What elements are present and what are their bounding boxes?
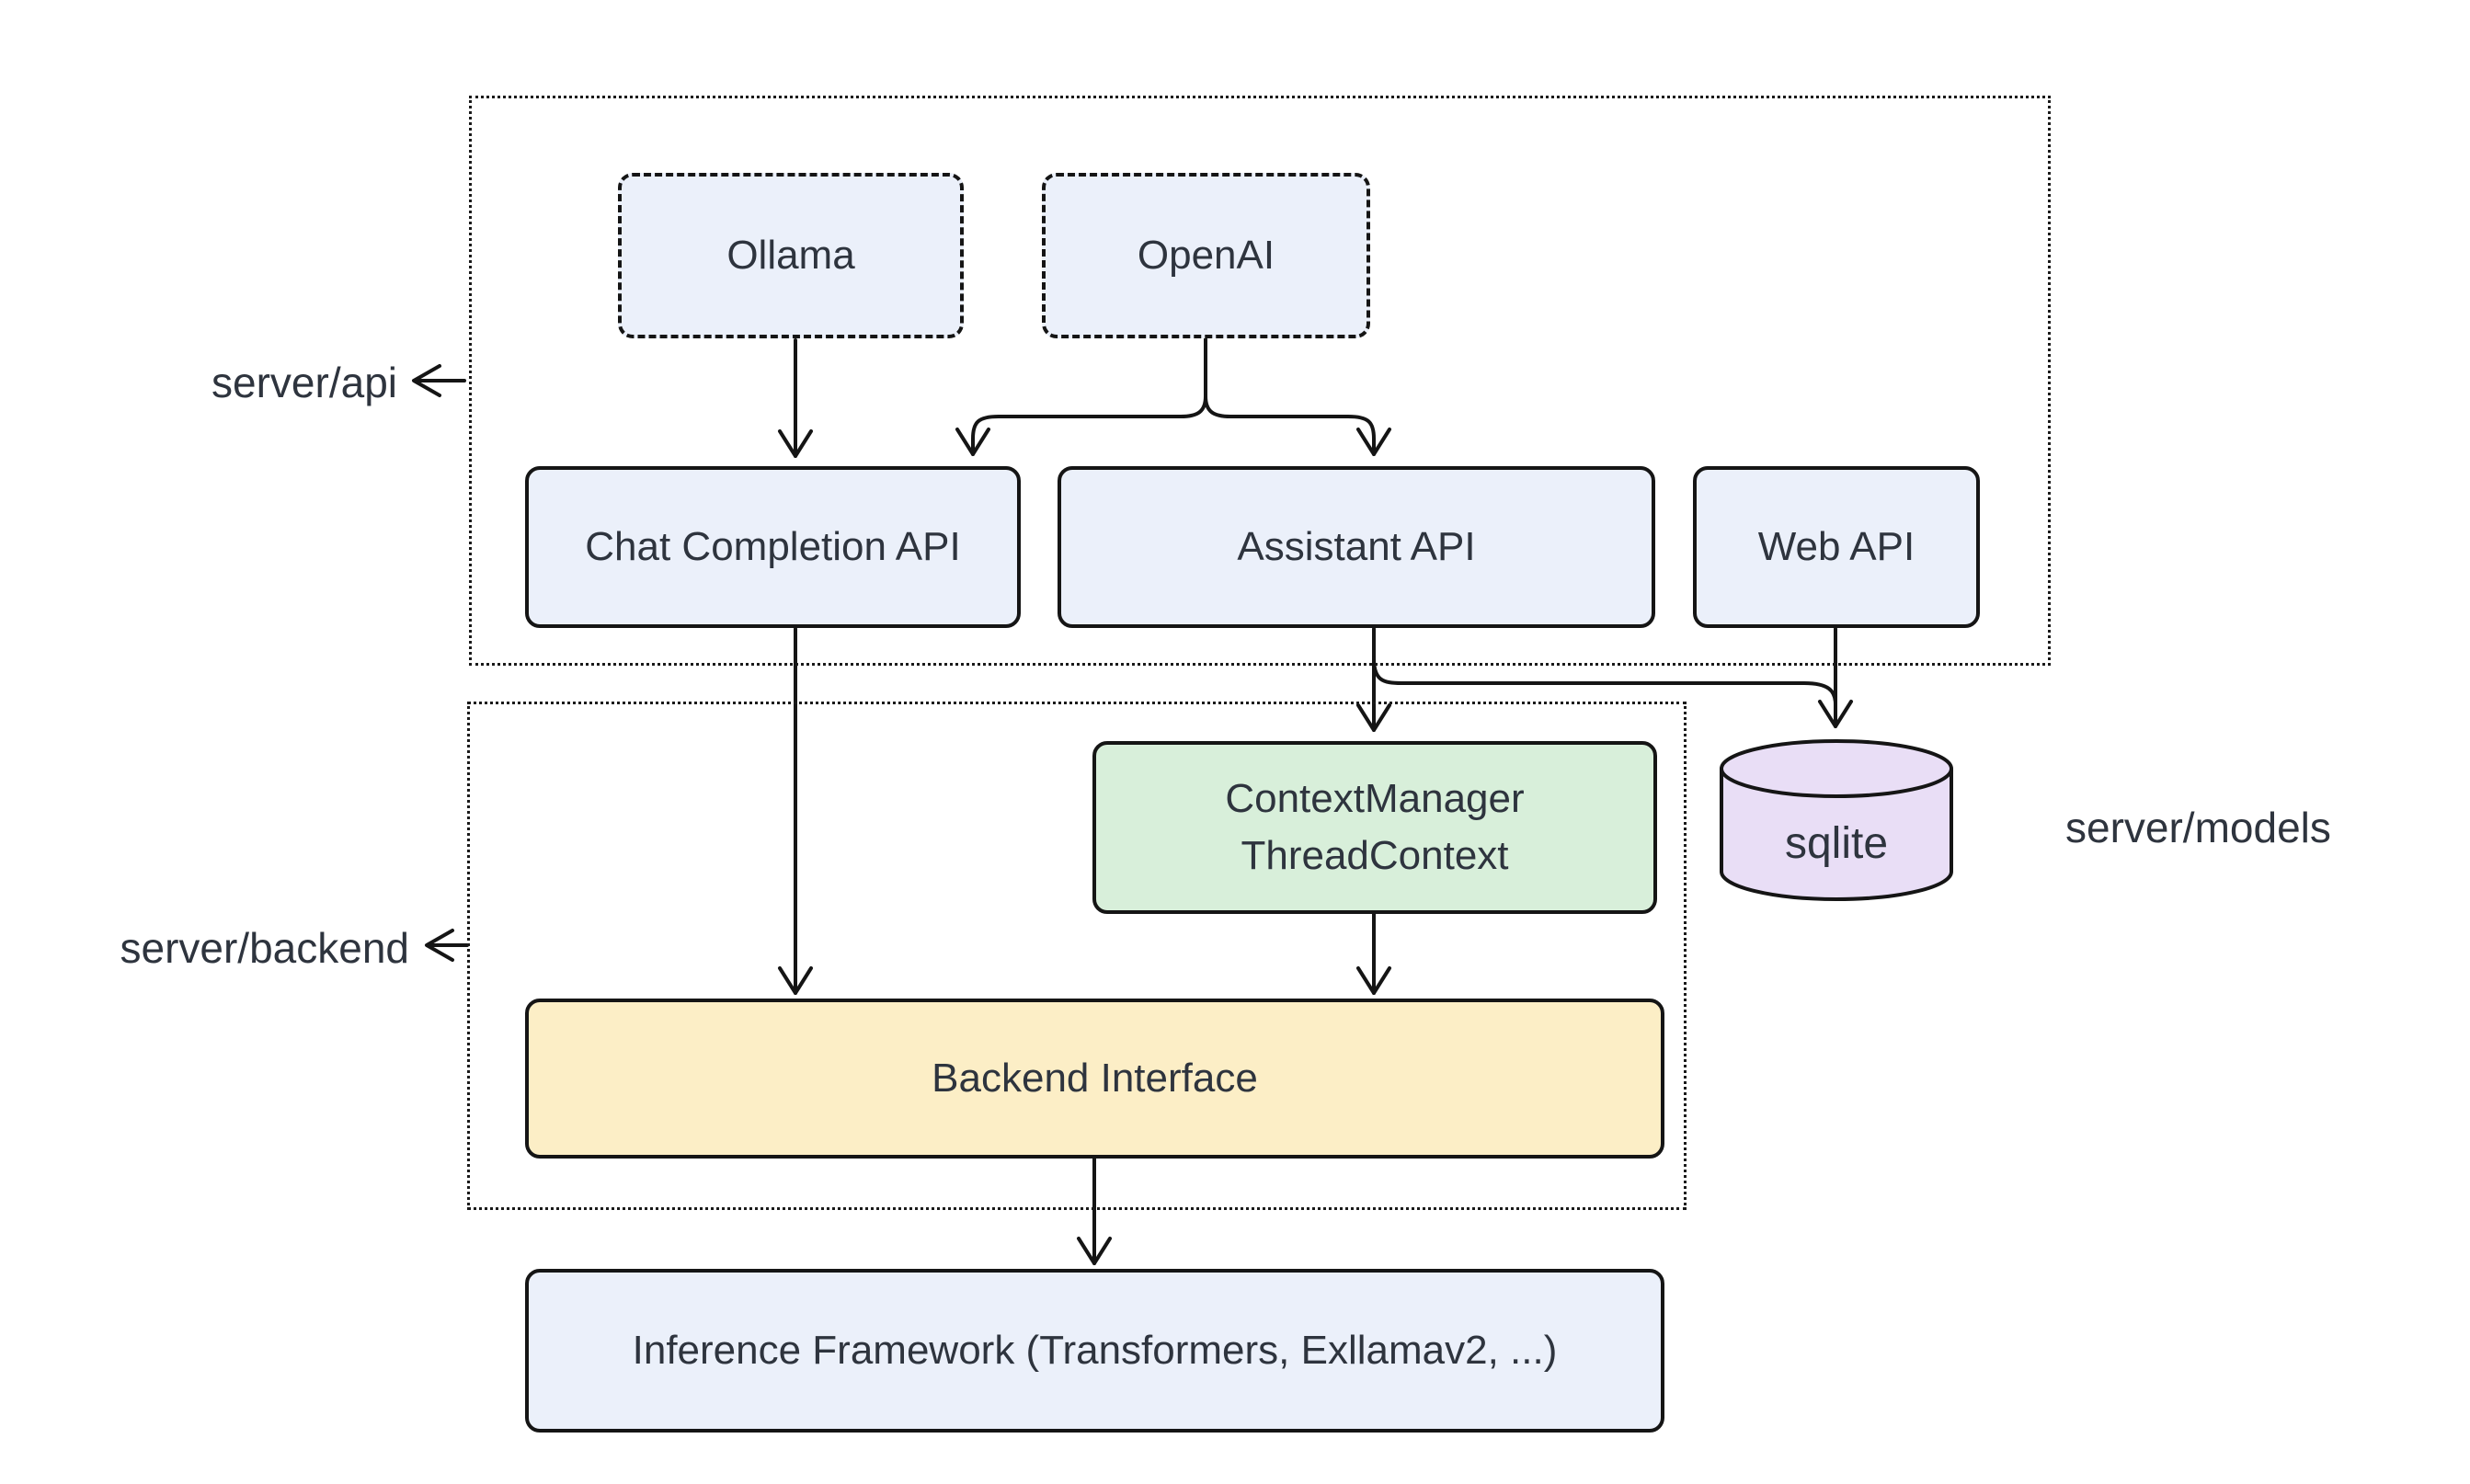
arrowhead-down-icon (1818, 700, 1853, 728)
arrowhead-down-icon (1077, 1237, 1112, 1265)
node-web-api: Web API (1693, 466, 1980, 628)
pointer-server-api (412, 364, 466, 397)
node-label: Assistant API (1237, 524, 1476, 570)
node-sqlite-label: sqlite (1784, 819, 1889, 868)
node-label: OpenAI (1137, 233, 1275, 279)
arrowhead-left-icon (412, 364, 441, 397)
node-label: Chat Completion API (585, 524, 961, 570)
node-assistant-api: Assistant API (1058, 466, 1655, 628)
node-label: Inference Framework (Transformers, Exlla… (632, 1328, 1558, 1374)
node-label: Backend Interface (932, 1056, 1258, 1102)
node-inference-framework: Inference Framework (Transformers, Exlla… (525, 1269, 1664, 1433)
node-label: Ollama (726, 233, 855, 279)
label-server-backend: server/backend (120, 924, 410, 972)
node-label-line2: ThreadContext (1241, 833, 1509, 878)
label-server-api: server/api (212, 359, 397, 406)
node-backend-interface: Backend Interface (525, 999, 1664, 1159)
node-label-line1: ContextManager (1225, 776, 1525, 822)
node-label: Web API (1757, 524, 1915, 570)
group-server-api (469, 96, 2051, 666)
node-ollama: Ollama (618, 173, 964, 338)
database-cylinder-icon (1720, 739, 1953, 901)
node-sqlite (1718, 736, 1955, 907)
group-server-backend (467, 702, 1687, 1210)
node-openai: OpenAI (1042, 173, 1370, 338)
node-chat-completion-api: Chat Completion API (525, 466, 1021, 628)
label-server-models: server/models (2065, 804, 2331, 851)
node-context-manager: ContextManager ThreadContext (1092, 741, 1657, 914)
arrowhead-left-icon (425, 929, 454, 962)
pointer-server-backend (425, 929, 469, 962)
